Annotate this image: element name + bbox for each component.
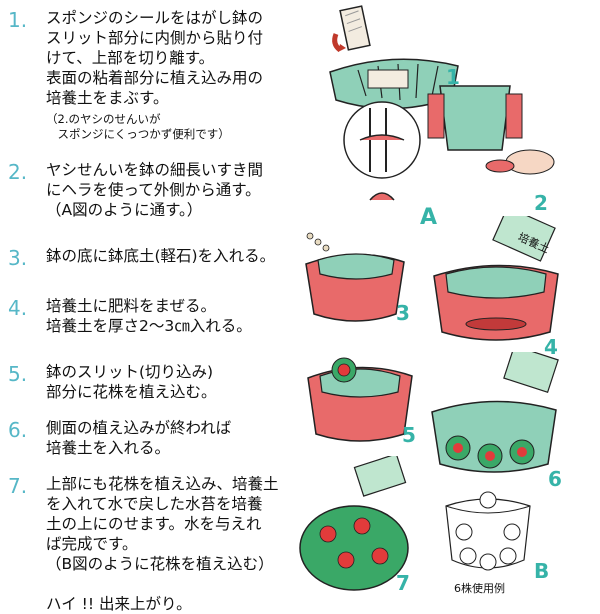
figure-1-label: 1: [446, 65, 460, 89]
soil-bag-illustration-3: [353, 456, 407, 497]
step-4-number: 4.: [8, 296, 28, 320]
step-1-note: （2.のヤシのせんいが スポンジにくっつかず便利です）: [46, 112, 230, 141]
figure-4-label: 4: [544, 335, 558, 359]
step-4-text: 培養土に肥料をまぜる。 培養土を厚さ2〜3㎝入れる。: [46, 297, 252, 335]
figure-b-planting-diagram: B: [445, 491, 549, 582]
detail-a-illustration: [343, 101, 421, 201]
finished-hanging-basket-illustration: [299, 505, 409, 591]
usage-caption: 6株使用例: [454, 582, 505, 595]
step-6-text: 側面の植え込みが終われば 培養土を入れる。: [46, 419, 232, 457]
step-3-text: 鉢の底に鉢底土(軽石)を入れる。: [46, 247, 276, 265]
figure-4-illustration: 培養土 4: [433, 216, 559, 359]
figure-7-illustration: 7: [299, 456, 410, 595]
figure-2-label: 2: [534, 191, 548, 215]
soil-bag-illustration: 培養土: [492, 216, 556, 262]
pot-with-soil-illustration: [433, 264, 559, 341]
figure-1-illustration: 1: [329, 5, 460, 110]
pot-with-flower-illustration: [307, 357, 413, 442]
step-1-number: 1.: [8, 8, 28, 32]
step-7-text: 上部にも花株を植え込み、培養土 を入れて水で戻した水苔を培養 土の上にのせます。…: [46, 475, 279, 613]
step-7-number: 7.: [8, 474, 28, 498]
figure-5-label: 5: [402, 423, 416, 447]
step-5-number: 5.: [8, 362, 28, 386]
soil-bag-illustration-2: [503, 352, 559, 394]
step-1-text: スポンジのシールをはがし鉢の スリット部分に内側から貼り付 けて、上部を切り離す…: [46, 9, 264, 107]
figure-6-label: 6: [548, 467, 562, 491]
figure-b-label: B: [534, 559, 549, 582]
figure-3-label: 3: [396, 301, 410, 325]
step-6-number: 6.: [8, 418, 28, 442]
pot-with-side-flowers-illustration: [431, 400, 557, 473]
step-5-text: 鉢のスリット(切り込み) 部分に花株を植え込む。: [46, 363, 217, 401]
pot-with-pumice-illustration: [305, 232, 405, 322]
figure-6-illustration: 6: [431, 352, 562, 491]
step-2-text: ヤシせんいを鉢の細長いすき間 にヘラを使って外側から通す。 （A図のように通す。…: [46, 161, 264, 219]
arrow-head-icon: [338, 44, 346, 52]
sponge-strip-illustration: [339, 5, 371, 51]
hand-illustration: [485, 149, 555, 175]
step-3-number: 3.: [8, 246, 28, 270]
pot-with-sponge-illustration: [427, 85, 523, 151]
step-2-number: 2.: [8, 160, 28, 184]
figure-5-illustration: 5: [307, 357, 416, 447]
figure-7-label: 7: [396, 571, 410, 595]
figure-a-label: A: [420, 205, 437, 228]
figure-3-illustration: 3: [305, 232, 410, 325]
figure-2-illustration: A 2: [343, 85, 555, 228]
